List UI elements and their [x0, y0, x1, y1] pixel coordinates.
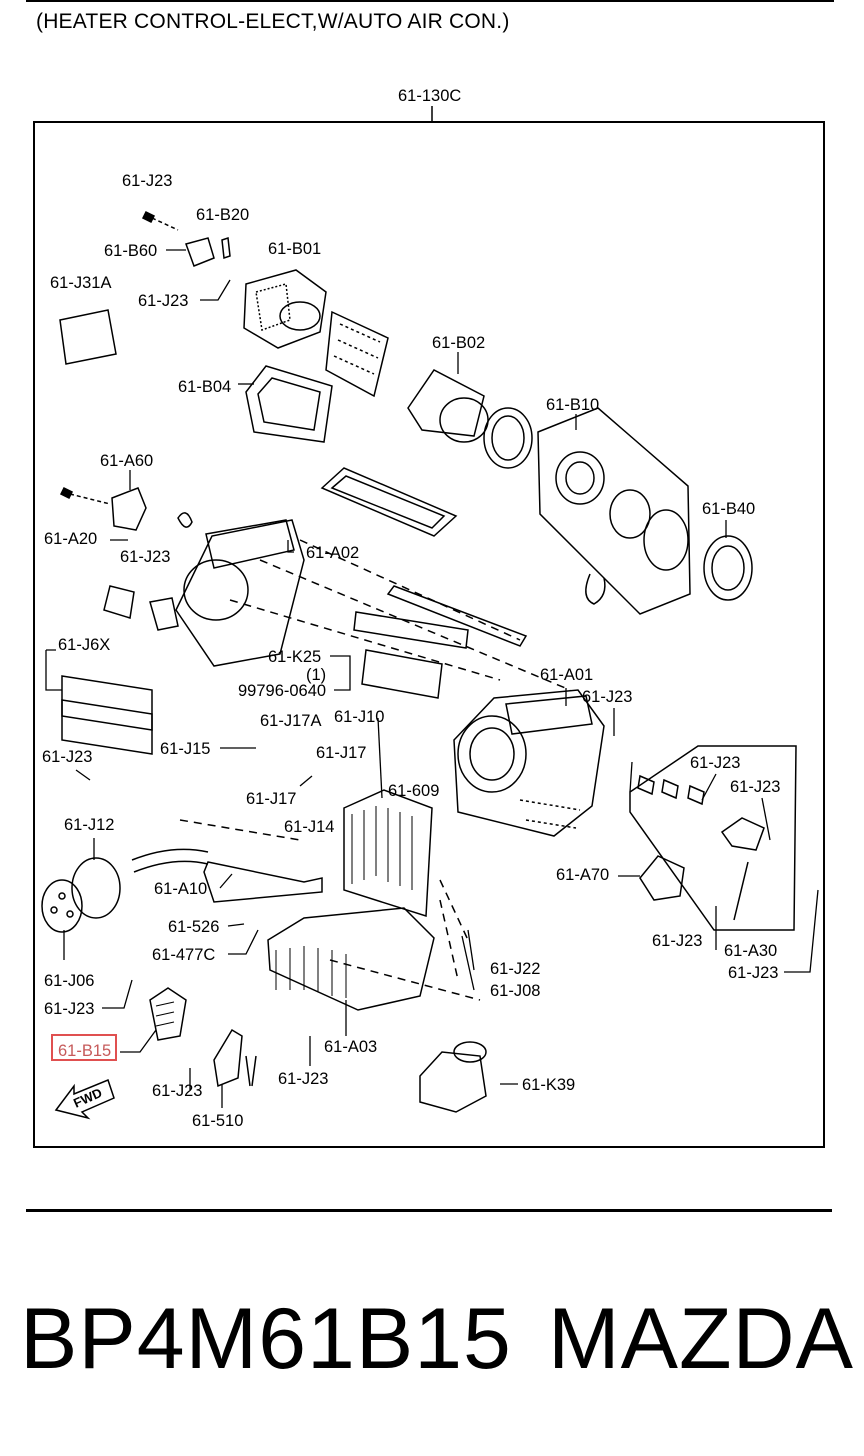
drawing-lower-assembly: [41, 819, 487, 1120]
drawing-main-case: [61, 519, 605, 918]
label-61-b40: 61-B40: [702, 500, 755, 518]
label-61-j12: 61-J12: [64, 816, 114, 834]
label-61-j17: 61-J17: [316, 744, 366, 762]
label-61-k25: 61-K25: [268, 648, 321, 666]
label-61-j23: 61-J23: [138, 292, 188, 310]
highlight-box: [51, 1034, 117, 1061]
label-61-a03: 61-A03: [324, 1038, 377, 1056]
callout-labels: 61-J23 61-B20 61-B60 61-B01 61-J31A 61-J…: [42, 172, 780, 1130]
part-number: BP4M61B15: [20, 1291, 512, 1387]
label-61-j23: 61-J23: [44, 1000, 94, 1018]
label-k25-qty: (1): [306, 666, 326, 684]
drawing-mode-doors: [629, 745, 797, 931]
diagram-frame: [33, 121, 825, 1148]
leader-lines: [45, 249, 819, 1108]
label-61-b20: 61-B20: [196, 206, 249, 224]
label-screw-code: 99796-0640: [238, 682, 326, 700]
label-61-j17: 61-J17: [246, 790, 296, 808]
label-61-j23: 61-J23: [152, 1082, 202, 1100]
top-rule: [26, 0, 834, 2]
label-61-a30: 61-A30: [724, 942, 777, 960]
label-61-a10: 61-A10: [154, 880, 207, 898]
label-61-j10: 61-J10: [334, 708, 384, 726]
label-61-a20: 61-A20: [44, 530, 97, 548]
label-61-j17a: 61-J17A: [260, 712, 321, 730]
label-61-j22: 61-J22: [490, 960, 540, 978]
label-61-510: 61-510: [192, 1112, 243, 1130]
label-61-a01: 61-A01: [540, 666, 593, 684]
label-assembly: 61-130C: [398, 87, 461, 105]
page-title: (HEATER CONTROL-ELECT,W/AUTO AIR CON.): [36, 10, 510, 33]
label-61-j23: 61-J23: [582, 688, 632, 706]
drawing-upper-blower: [59, 210, 753, 615]
label-61-b02: 61-B02: [432, 334, 485, 352]
label-61-j23: 61-J23: [278, 1070, 328, 1088]
label-61-j23: 61-J23: [728, 964, 778, 982]
label-61-a60: 61-A60: [100, 452, 153, 470]
bottom-rule: [26, 1209, 832, 1212]
label-61-526: 61-526: [168, 918, 219, 936]
label-61-b15: 61-B15: [58, 1042, 111, 1060]
label-61-j23: 61-J23: [652, 932, 702, 950]
label-61-b01: 61-B01: [268, 240, 321, 258]
label-61-609: 61-609: [388, 782, 439, 800]
label-61-j23: 61-J23: [690, 754, 740, 772]
label-61-b10: 61-B10: [546, 396, 599, 414]
exploded-parts-diagram: 61-130C: [41, 87, 819, 1130]
label-61-477c: 61-477C: [152, 946, 215, 964]
label-61-j23: 61-J23: [122, 172, 172, 190]
label-61-j15: 61-J15: [160, 740, 210, 758]
label-61-j31a: 61-J31A: [50, 274, 111, 292]
label-61-j23: 61-J23: [42, 748, 92, 766]
label-61-a02: 61-A02: [306, 544, 359, 562]
label-61-a70: 61-A70: [556, 866, 609, 884]
brand-name: MAZDA: [548, 1291, 854, 1387]
label-61-b04: 61-B04: [178, 378, 231, 396]
label-61-k39: 61-K39: [522, 1076, 575, 1094]
label-61-j23: 61-J23: [120, 548, 170, 566]
label-61-j08: 61-J08: [490, 982, 540, 1000]
fwd-arrow-label: FWD: [71, 1085, 104, 1111]
label-61-j14: 61-J14: [284, 818, 334, 836]
label-61-j06: 61-J06: [44, 972, 94, 990]
label-61-b60: 61-B60: [104, 242, 157, 260]
label-61-j23: 61-J23: [730, 778, 780, 796]
label-61-j6x: 61-J6X: [58, 636, 110, 654]
